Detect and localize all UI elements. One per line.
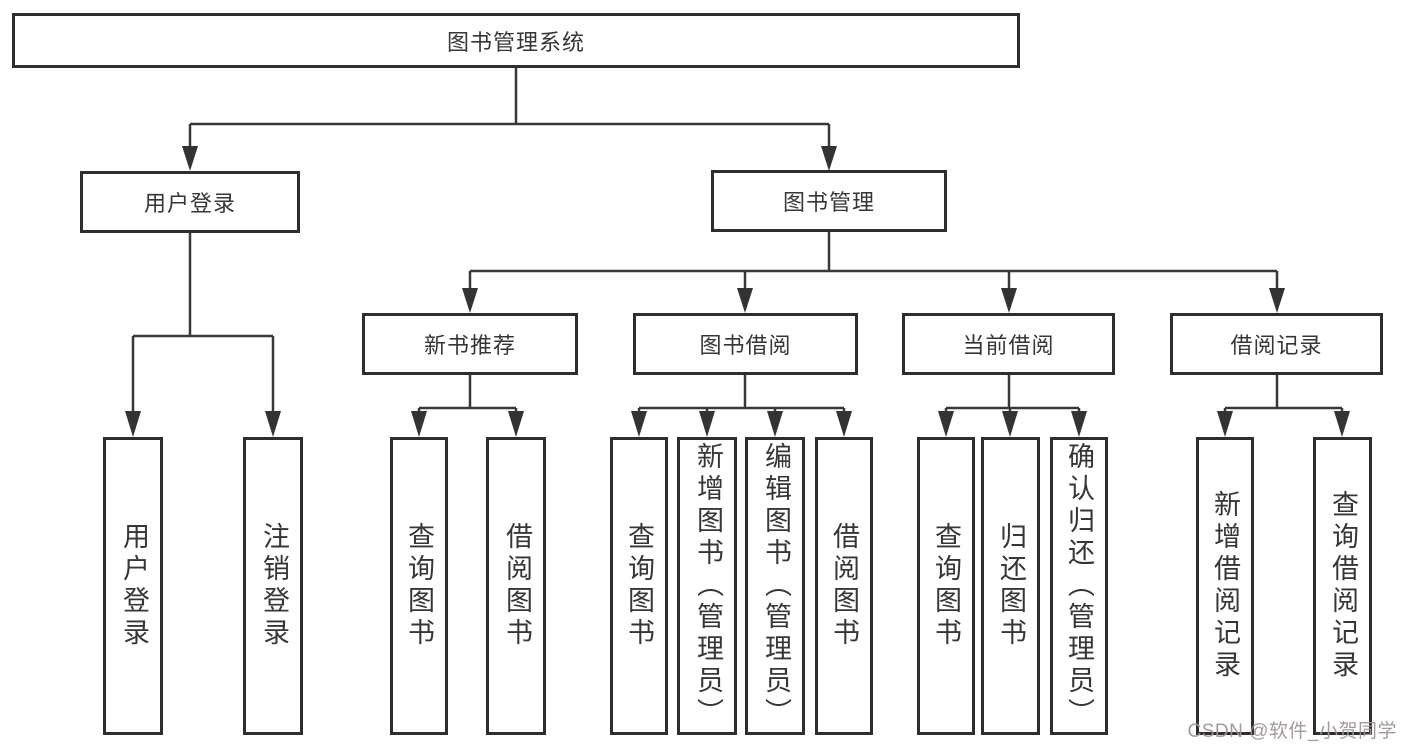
- leaf-edit-book-admin: 编辑图书（管理员）: [745, 437, 805, 735]
- leaf-query-books-2: 查询图书: [610, 437, 668, 735]
- leaf-user-login: 用户登录: [103, 437, 163, 735]
- leaf-query-books-3: 查询图书: [917, 437, 975, 735]
- leaf-return-book: 归还图书: [981, 437, 1040, 735]
- node-borrowing-records: 借阅记录: [1170, 313, 1383, 375]
- node-new-book-recommendation: 新书推荐: [362, 313, 578, 375]
- leaf-query-borrow-record: 查询借阅记录: [1313, 437, 1372, 735]
- leaf-confirm-return-admin: 确认归还（管理员）: [1050, 437, 1108, 735]
- leaf-logout: 注销登录: [243, 437, 303, 735]
- csdn-watermark: CSDN @软件_小贺同学: [1187, 721, 1397, 742]
- leaf-query-books-1: 查询图书: [390, 437, 448, 735]
- leaf-borrow-books-1: 借阅图书: [486, 437, 546, 735]
- leaf-borrow-books-2: 借阅图书: [815, 437, 873, 735]
- node-current-borrowing: 当前借阅: [902, 313, 1115, 375]
- node-user-login: 用户登录: [80, 171, 300, 233]
- leaf-add-borrow-record: 新增借阅记录: [1196, 437, 1254, 735]
- node-library-management-system: 图书管理系统: [12, 13, 1020, 68]
- node-book-borrowing: 图书借阅: [633, 313, 858, 375]
- leaf-add-book-admin: 新增图书（管理员）: [677, 437, 737, 735]
- node-book-management: 图书管理: [711, 170, 947, 232]
